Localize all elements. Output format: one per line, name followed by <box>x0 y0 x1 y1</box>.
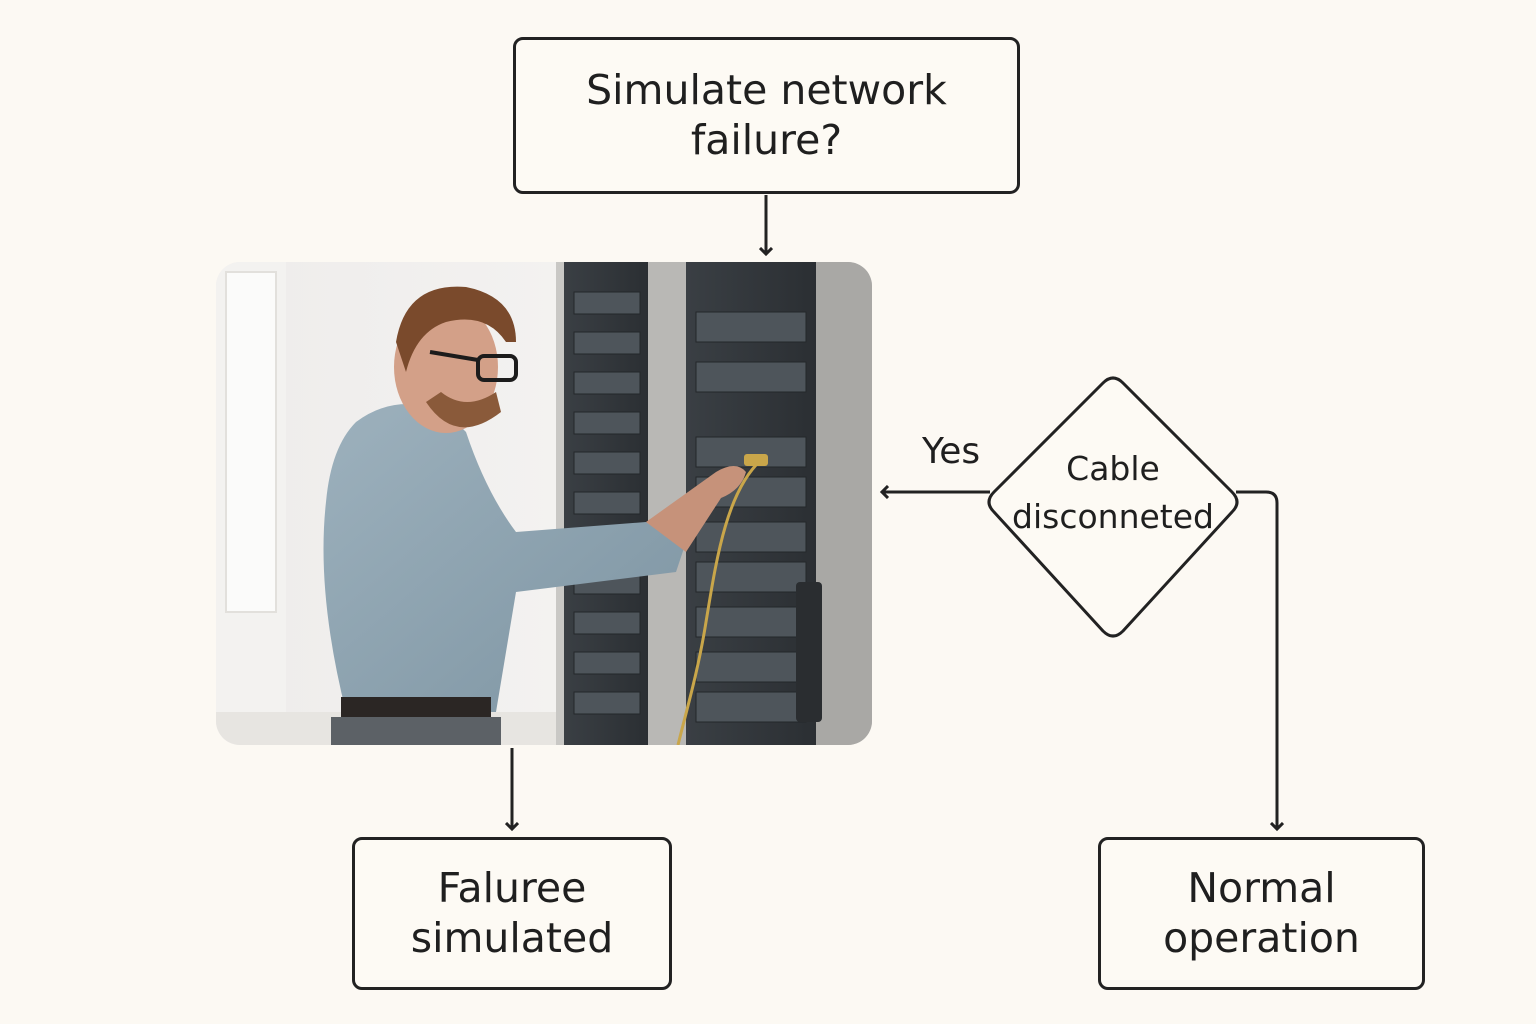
normal-box: Normal operation <box>1098 837 1425 990</box>
server-room-scene <box>216 262 872 745</box>
arrow-no-to-normal <box>1236 490 1277 829</box>
decision-label: Cable disconneted <box>1012 449 1214 536</box>
decision-diamond <box>987 376 1239 638</box>
normal-label: Normal operation <box>1163 864 1360 962</box>
technician-illustration <box>216 262 872 745</box>
start-label: Simulate network failure? <box>586 66 947 164</box>
yes-edge-label: Yes <box>922 431 981 472</box>
failure-box: Faluree simulated <box>352 837 672 990</box>
start-box: Simulate network failure? <box>513 37 1020 194</box>
failure-label: Faluree simulated <box>410 864 614 962</box>
